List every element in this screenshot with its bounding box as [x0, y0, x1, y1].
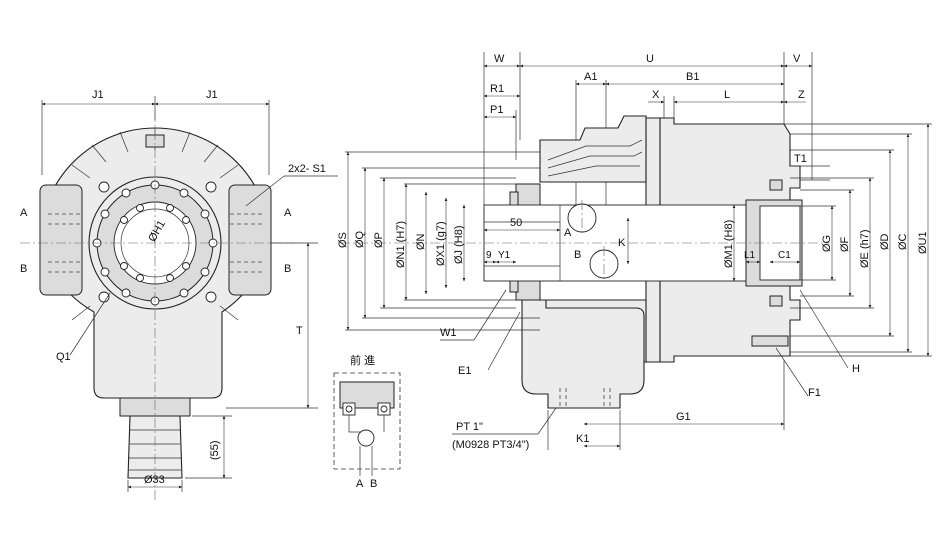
dim-g1: G1 — [676, 411, 691, 423]
label-pt2: (M0928 PT3/4") — [452, 439, 529, 451]
dim-s: ØS — [337, 232, 349, 248]
dim-55: (55) — [209, 440, 221, 460]
dim-y1: Y1 — [498, 250, 511, 261]
dim-50: 50 — [510, 217, 522, 229]
dim-m1: ØM1 (H8) — [723, 220, 735, 268]
dim-q: ØQ — [354, 230, 366, 248]
dim-n1: ØN1 (H7) — [395, 221, 407, 268]
dim-t1: T1 — [794, 153, 807, 165]
label-h: H — [852, 363, 860, 375]
label-pt1: PT 1" — [456, 421, 483, 433]
dim-9: 9 — [486, 250, 492, 261]
dim-f: ØF — [839, 236, 851, 252]
bolt-holes — [92, 180, 218, 306]
dim-r1: R1 — [490, 83, 504, 95]
dim-n: ØN — [415, 233, 427, 250]
dim-u: U — [646, 53, 654, 65]
dim-z: Z — [798, 89, 805, 101]
dim-p: ØP — [373, 232, 385, 248]
dim-dia33: Ø33 — [144, 474, 165, 486]
dim-g: ØG — [821, 235, 833, 252]
dim-x1: ØX1 (g7) — [435, 221, 447, 266]
dim-e: ØE (h7) — [859, 229, 871, 268]
dim-c: ØC — [897, 233, 909, 250]
dim-a1: A1 — [584, 71, 597, 83]
detail-label-a: A — [356, 478, 364, 490]
label-f1: F1 — [808, 387, 821, 399]
dim-t: T — [296, 325, 303, 337]
dim-v: V — [793, 53, 801, 65]
label-q1: Q1 — [56, 351, 71, 363]
label-e1: E1 — [458, 365, 471, 377]
label-b-mid: B — [574, 249, 581, 261]
front-view: J1 J1 — [20, 89, 338, 500]
label-b-left: B — [20, 263, 27, 275]
dim-k1: K1 — [576, 433, 589, 445]
dim-c1: C1 — [778, 250, 791, 261]
label-a-mid: A — [564, 227, 572, 239]
section-view: W U V A1 B1 R1 P1 X L Z — [337, 52, 932, 451]
dim-l: L — [724, 89, 730, 101]
dim-x: X — [652, 89, 660, 101]
label-s1: 2x2- S1 — [288, 163, 326, 175]
label-w1: W1 — [440, 327, 457, 339]
dim-u1: ØU1 — [917, 231, 929, 254]
detail-view: 前 進 A B — [333, 353, 401, 490]
dim-k: K — [618, 237, 626, 249]
label-a-left: A — [20, 207, 28, 219]
dim-w: W — [494, 53, 505, 65]
dim-l1: L1 — [744, 250, 756, 261]
dim-j1-left: J1 — [92, 89, 104, 101]
dim-j: ØJ (H8) — [453, 226, 465, 265]
detail-label-b: B — [370, 478, 377, 490]
label-b-right: B — [284, 263, 291, 275]
dim-j1-right: J1 — [206, 89, 218, 101]
dim-d: ØD — [879, 233, 891, 250]
dim-b1: B1 — [686, 71, 699, 83]
label-a-right: A — [284, 207, 292, 219]
dim-p1: P1 — [490, 104, 503, 116]
label-forward: 前 進 — [350, 353, 375, 367]
